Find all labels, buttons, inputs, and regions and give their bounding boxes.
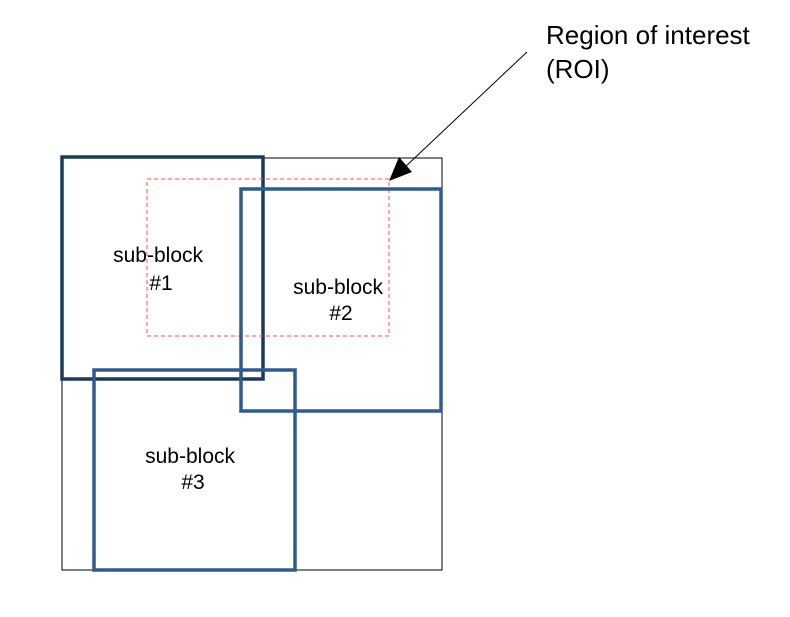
- sub-block-2-label-line1: sub-block: [293, 276, 383, 299]
- roi-callout-label: Region of interest (ROI): [546, 20, 757, 84]
- roi-callout-line2: (ROI): [546, 54, 610, 84]
- sub-block-2: [239, 187, 443, 413]
- sub-block-3-label-line1: sub-block: [145, 445, 235, 468]
- roi-callout-line1: Region of interest: [546, 20, 751, 50]
- roi-callout-arrow-line: [403, 51, 528, 169]
- sub-block-1-label: sub-block #1: [113, 244, 209, 295]
- sub-block-2-label: sub-block #2: [293, 276, 389, 325]
- sub-block-2-label-line2: #2: [329, 302, 352, 325]
- sub-block-3: [92, 368, 297, 572]
- sub-block-1-label-line1: sub-block: [113, 244, 203, 267]
- roi-callout-arrowhead: [389, 157, 412, 181]
- sub-block-1-label-line2: #1: [149, 272, 172, 295]
- outer-block: [61, 157, 443, 571]
- sub-block-3-label: sub-block #3: [145, 445, 241, 494]
- sub-block-1: [60, 155, 265, 381]
- roi-rectangle: [146, 178, 390, 337]
- sub-block-3-label-line2: #3: [181, 471, 204, 494]
